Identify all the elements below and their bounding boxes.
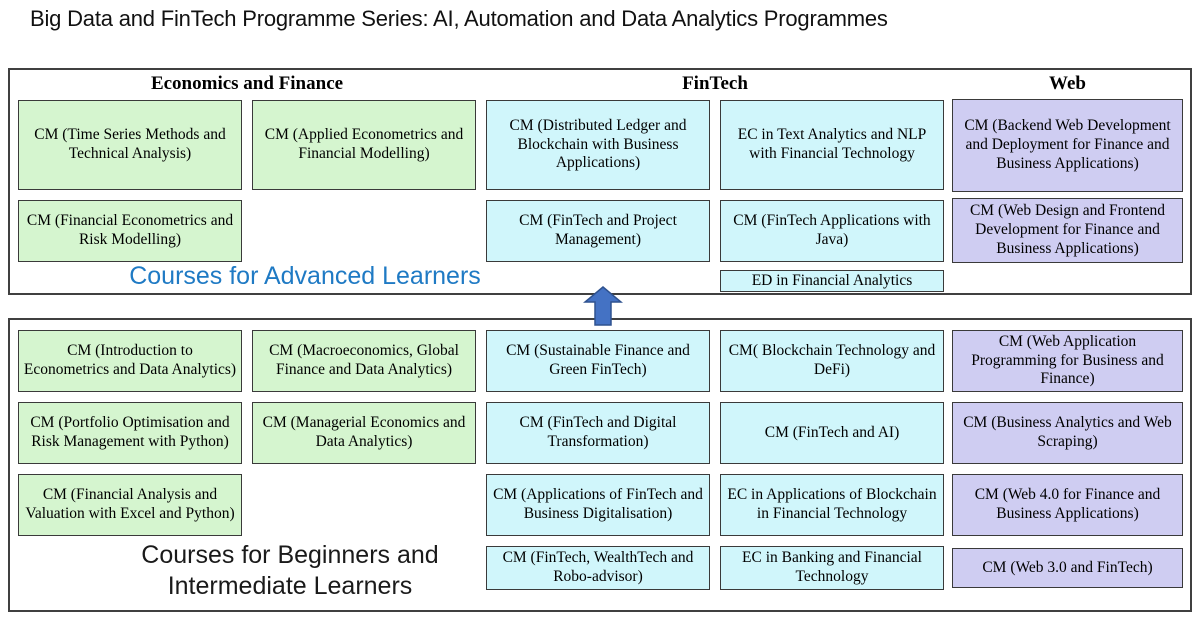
course-cell: CM (FinTech and Project Management) [486,200,710,262]
course-cell: CM (Distributed Ledger and Blockchain wi… [486,100,710,190]
advanced-learners-label: Courses for Advanced Learners [129,262,481,290]
column-header-web: Web [1049,73,1086,94]
course-cell: CM (Time Series Methods and Technical An… [18,100,242,190]
course-cell: CM (Applied Econometrics and Financial M… [252,100,476,190]
course-cell: CM (Financial Econometrics and Risk Mode… [18,200,242,262]
course-cell: EC in Applications of Blockchain in Fina… [720,474,944,536]
course-cell: CM (Applications of FinTech and Business… [486,474,710,536]
course-cell: CM (Managerial Economics and Data Analyt… [252,402,476,464]
course-cell: CM (Backend Web Development and Deployme… [952,99,1183,192]
course-cell: CM (Introduction to Econometrics and Dat… [18,330,242,392]
course-cell: CM (FinTech and AI) [720,402,944,464]
course-cell: ED in Financial Analytics [720,270,944,292]
course-cell: CM (Web Design and Frontend Development … [952,198,1183,263]
course-cell: CM (Macroeconomics, Global Finance and D… [252,330,476,392]
column-header-fintech: FinTech [682,73,748,94]
beginner-learners-label: Courses for Beginners and Intermediate L… [141,541,439,601]
column-header-economics: Economics and Finance [150,73,344,94]
course-cell: CM (Web Application Programming for Busi… [952,330,1183,392]
course-cell: CM (Web 4.0 for Finance and Business App… [952,474,1183,536]
course-cell: CM( Blockchain Technology and DeFi) [720,330,944,392]
page-title: Big Data and FinTech Programme Series: A… [30,6,888,31]
course-cell: CM (FinTech and Digital Transformation) [486,402,710,464]
course-cell: CM (Web 3.0 and FinTech) [952,548,1183,588]
course-cell: CM (Portfolio Optimisation and Risk Mana… [18,402,242,464]
course-cell: CM (Financial Analysis and Valuation wit… [18,474,242,536]
course-cell: EC in Banking and Financial Technology [720,546,944,590]
course-cell: CM (FinTech Applications with Java) [720,200,944,262]
course-cell: EC in Text Analytics and NLP with Financ… [720,100,944,190]
course-cell: CM (Business Analytics and Web Scraping) [952,402,1183,464]
up-arrow-icon [582,286,624,326]
course-cell: CM (Sustainable Finance and Green FinTec… [486,330,710,392]
course-cell: CM (FinTech, WealthTech and Robo-advisor… [486,546,710,590]
